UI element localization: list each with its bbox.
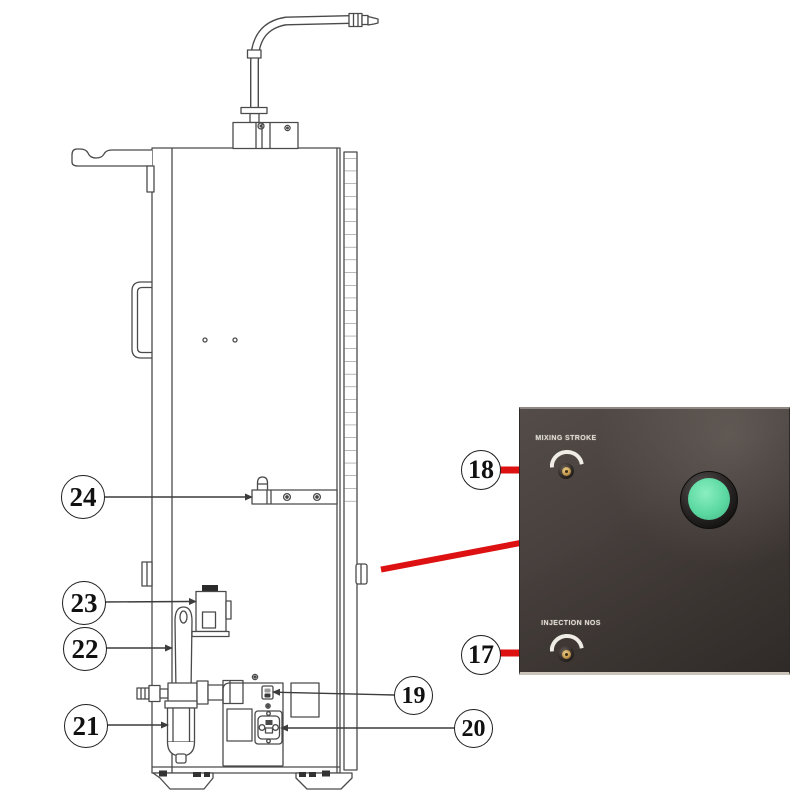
power-inlet-20 bbox=[254, 710, 283, 745]
control-panel-photo: MIXING STROKE INJECTION NOS bbox=[519, 407, 790, 675]
injection-label: INJECTION NOS bbox=[541, 620, 601, 627]
callout-23: 23 bbox=[62, 581, 106, 625]
start-button-face bbox=[688, 478, 730, 520]
callout-19: 19 bbox=[394, 676, 433, 715]
callout-18: 18 bbox=[461, 450, 501, 490]
start-button bbox=[680, 471, 738, 529]
solenoid-valve-23 bbox=[191, 585, 232, 638]
callout-17: 17 bbox=[461, 635, 501, 675]
mount-bracket-24 bbox=[251, 476, 338, 505]
nozzle-tip bbox=[348, 12, 379, 28]
clamp-lever-22 bbox=[174, 606, 193, 693]
holder-bracket bbox=[71, 148, 155, 193]
machine-feet bbox=[152, 766, 353, 790]
callout-22: 22 bbox=[63, 627, 107, 671]
gooseneck-tube bbox=[246, 15, 351, 112]
tube-mount-block bbox=[232, 106, 299, 150]
mixing-stroke-label: MIXING STROKE bbox=[535, 435, 597, 442]
injection-knob bbox=[558, 646, 574, 662]
carry-handle bbox=[131, 281, 152, 359]
air-manifold bbox=[136, 679, 244, 705]
mixing-stroke-knob bbox=[558, 463, 574, 479]
callout-21: 21 bbox=[64, 704, 108, 748]
screw-slot bbox=[564, 469, 568, 473]
callout-24: 24 bbox=[61, 475, 105, 519]
side-boss bbox=[141, 561, 153, 587]
power-switch-19 bbox=[261, 685, 274, 700]
hinge-strip bbox=[343, 151, 368, 771]
screw-slot bbox=[564, 652, 568, 656]
electrical-recess bbox=[222, 682, 320, 767]
callout-20: 20 bbox=[454, 709, 493, 748]
leader-lines bbox=[103, 493, 455, 732]
